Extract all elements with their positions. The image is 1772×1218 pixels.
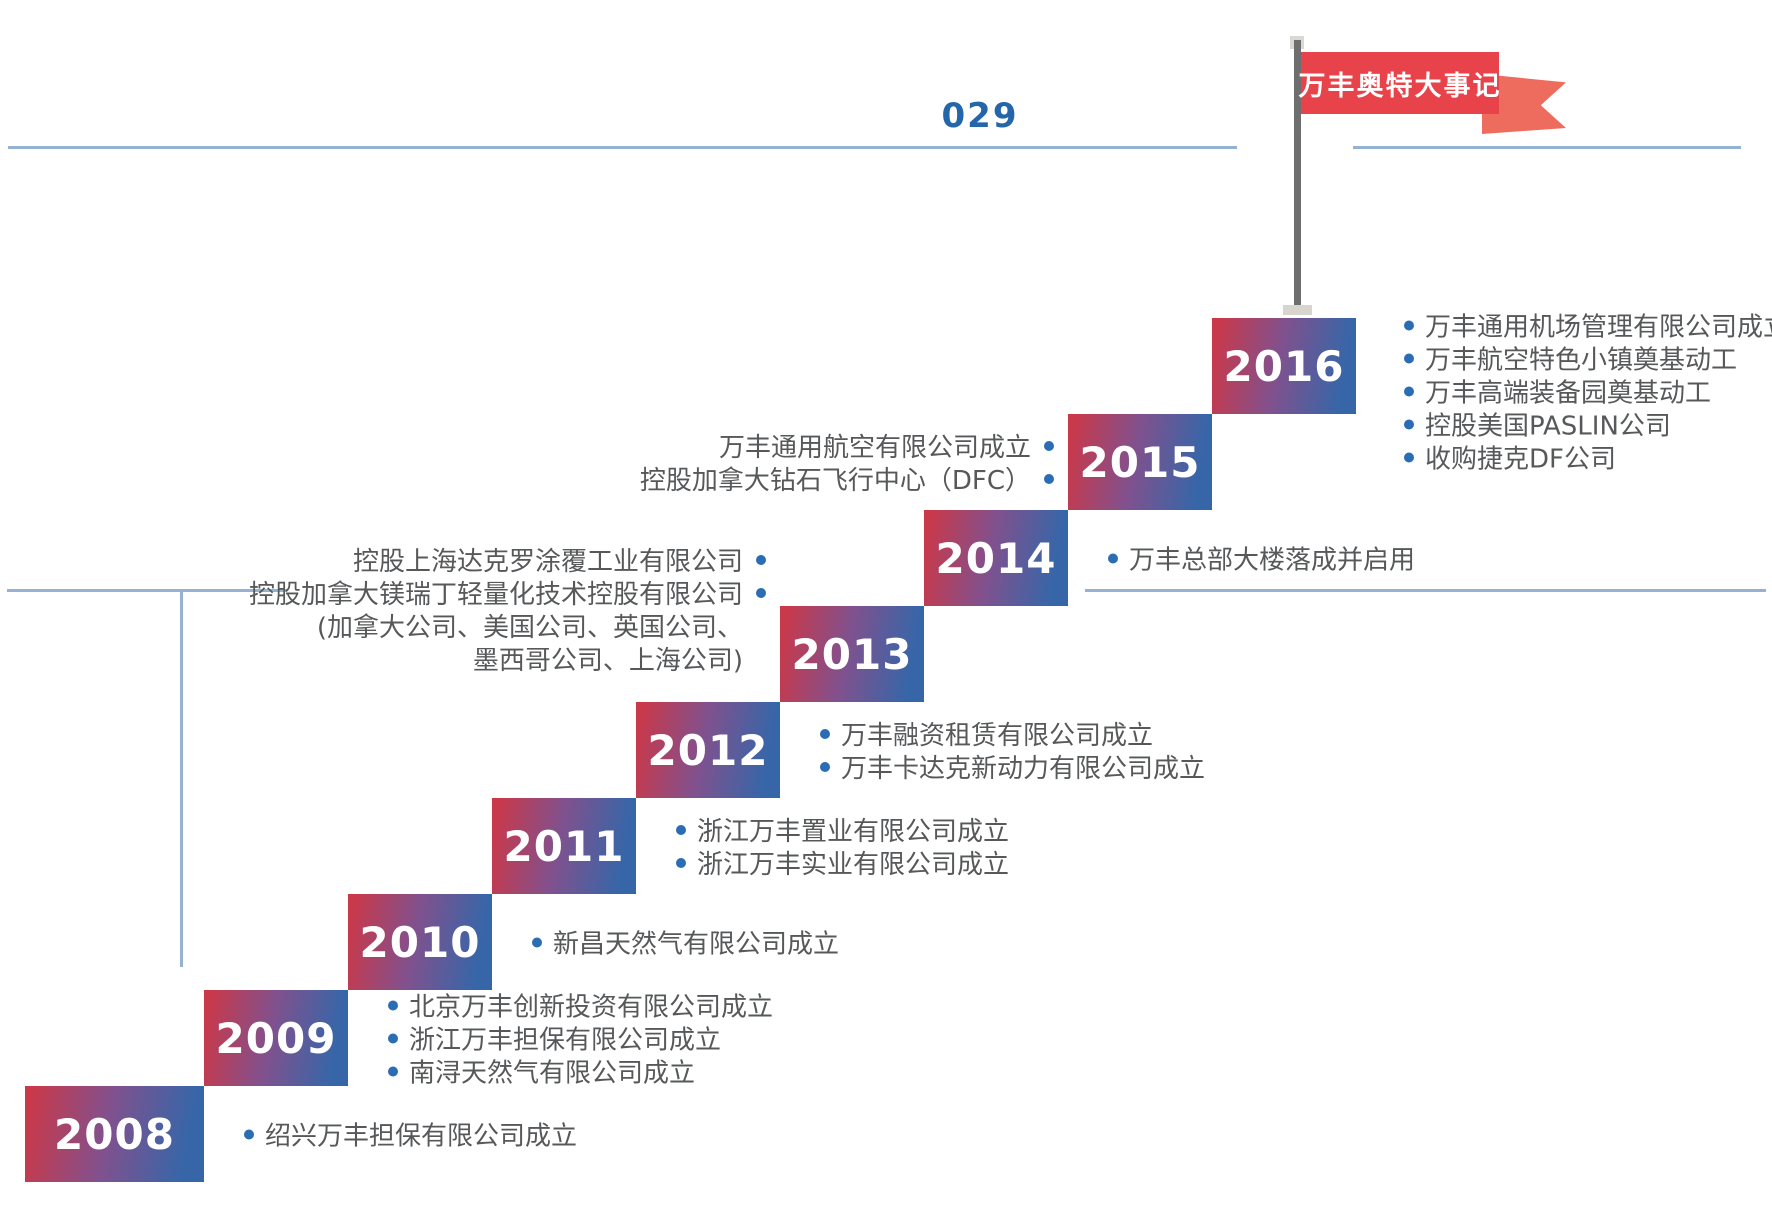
event-text: 墨西哥公司、上海公司) — [472, 646, 743, 676]
bullet-dot-icon — [756, 554, 766, 565]
event-text: 南浔天然气有限公司成立 — [409, 1058, 696, 1089]
bullet-dot-icon — [1404, 353, 1414, 363]
event-list-2008: 绍兴万丰担保有限公司成立 — [244, 1118, 578, 1152]
event-text: 万丰卡达克新动力有限公司成立 — [841, 754, 1206, 784]
event-item: 浙江万丰实业有限公司成立 — [676, 846, 1010, 880]
event-item: 万丰高端装备园奠基动工 — [1404, 375, 1772, 409]
event-text: 浙江万丰实业有限公司成立 — [697, 850, 1010, 880]
bullet-dot-icon — [756, 587, 766, 598]
event-text: 浙江万丰置业有限公司成立 — [697, 817, 1010, 847]
event-text: 控股加拿大镁瑞丁轻量化技术控股有限公司 — [248, 580, 743, 610]
event-item: 万丰通用航空有限公司成立 — [718, 429, 1054, 463]
event-text: 万丰融资租赁有限公司成立 — [841, 721, 1154, 751]
event-item: 绍兴万丰担保有限公司成立 — [244, 1118, 578, 1152]
event-item: 万丰总部大楼落成并启用 — [1108, 542, 1416, 576]
event-item: 控股加拿大镁瑞丁轻量化技术控股有限公司 — [248, 576, 766, 610]
event-text: 收购捷克DF公司 — [1425, 444, 1616, 475]
event-list-2014: 万丰总部大楼落成并启用 — [1108, 542, 1416, 576]
year-label: 2010 — [359, 917, 481, 967]
year-label: 2015 — [1079, 437, 1201, 487]
bullet-dot-icon — [244, 1129, 254, 1139]
event-item: 浙江万丰置业有限公司成立 — [676, 813, 1010, 847]
year-label: 2009 — [215, 1013, 337, 1063]
year-label: 2014 — [935, 533, 1057, 583]
event-item: 收购捷克DF公司 — [1404, 441, 1772, 475]
year-block-2009: 2009 — [204, 990, 348, 1086]
event-note: 墨西哥公司、上海公司) — [472, 642, 766, 676]
event-list-2015: 万丰通用航空有限公司成立控股加拿大钻石飞行中心（DFC） — [639, 429, 1054, 496]
year-block-2012: 2012 — [636, 702, 780, 798]
flag-banner: 万丰奥特大事记 — [1299, 52, 1500, 114]
bullet-dot-icon — [820, 728, 830, 739]
event-text: 控股美国PASLIN公司 — [1425, 411, 1671, 442]
event-list-2009: 北京万丰创新投资有限公司成立浙江万丰担保有限公司成立南浔天然气有限公司成立 — [388, 989, 774, 1089]
bullet-dot-icon — [1044, 473, 1054, 484]
event-text: 万丰总部大楼落成并启用 — [1129, 545, 1416, 576]
event-text: 万丰通用机场管理有限公司成立 — [1425, 312, 1772, 343]
mid-rule-right — [1085, 589, 1766, 592]
event-text: 万丰通用航空有限公司成立 — [718, 433, 1031, 463]
event-item: 控股上海达克罗涂覆工业有限公司 — [352, 543, 766, 577]
bullet-dot-icon — [1404, 320, 1414, 330]
year-block-2016: 2016 — [1212, 318, 1356, 414]
event-text: 北京万丰创新投资有限公司成立 — [409, 992, 774, 1023]
bullet-dot-icon — [676, 857, 686, 868]
mid-rule-left — [7, 589, 287, 592]
event-text: 绍兴万丰担保有限公司成立 — [265, 1121, 578, 1152]
bullet-dot-icon — [532, 937, 542, 947]
bullet-dot-icon — [1404, 419, 1414, 429]
bullet-dot-icon — [1404, 386, 1414, 396]
top-rule-right — [1353, 146, 1741, 149]
event-item: 万丰航空特色小镇奠基动工 — [1404, 342, 1772, 376]
year-block-2011: 2011 — [492, 798, 636, 894]
year-label: 2016 — [1223, 341, 1345, 391]
event-text: 新昌天然气有限公司成立 — [553, 929, 840, 960]
bullet-dot-icon — [388, 1066, 398, 1076]
bullet-dot-icon — [388, 1033, 398, 1043]
top-rule-left — [8, 146, 1237, 149]
event-text: 万丰高端装备园奠基动工 — [1425, 378, 1712, 409]
event-text: 浙江万丰担保有限公司成立 — [409, 1025, 722, 1056]
bullet-dot-icon — [1404, 452, 1414, 462]
event-list-2012: 万丰融资租赁有限公司成立万丰卡达克新动力有限公司成立 — [820, 717, 1206, 784]
year-block-2008: 2008 — [25, 1086, 204, 1182]
event-list-2013: 控股上海达克罗涂覆工业有限公司控股加拿大镁瑞丁轻量化技术控股有限公司(加拿大公司… — [248, 543, 766, 676]
year-label: 2012 — [647, 725, 769, 775]
year-label: 2013 — [791, 629, 913, 679]
page-number: 029 — [941, 96, 1019, 136]
year-block-2010: 2010 — [348, 894, 492, 990]
event-item: 万丰通用机场管理有限公司成立 — [1404, 309, 1772, 343]
event-list-2010: 新昌天然气有限公司成立 — [532, 926, 840, 960]
bullet-dot-icon — [676, 824, 686, 835]
event-item: 万丰卡达克新动力有限公司成立 — [820, 750, 1206, 784]
event-item: 南浔天然气有限公司成立 — [388, 1055, 773, 1089]
event-item: 万丰融资租赁有限公司成立 — [820, 717, 1205, 751]
flag-pole-base-icon — [1283, 305, 1312, 315]
event-item: 新昌天然气有限公司成立 — [532, 926, 840, 960]
year-block-2015: 2015 — [1068, 414, 1212, 510]
event-text: (加拿大公司、美国公司、英国公司、 — [316, 613, 743, 643]
event-item: 控股美国PASLIN公司 — [1404, 408, 1772, 442]
event-text: 控股上海达克罗涂覆工业有限公司 — [352, 547, 743, 577]
event-text: 万丰航空特色小镇奠基动工 — [1425, 345, 1738, 376]
event-list-2011: 浙江万丰置业有限公司成立浙江万丰实业有限公司成立 — [676, 813, 1010, 880]
bullet-dot-icon — [1044, 440, 1054, 451]
year-block-2013: 2013 — [780, 606, 924, 702]
mid-rule-drop — [180, 589, 183, 967]
bullet-dot-icon — [820, 761, 830, 772]
year-label: 2008 — [54, 1109, 175, 1159]
event-list-2016: 万丰通用机场管理有限公司成立万丰航空特色小镇奠基动工万丰高端装备园奠基动工控股美… — [1404, 309, 1772, 475]
flag-pole-icon — [1294, 40, 1301, 308]
year-label: 2011 — [503, 821, 625, 871]
bullet-dot-icon — [1108, 553, 1118, 563]
event-item: 北京万丰创新投资有限公司成立 — [388, 989, 774, 1023]
event-note: (加拿大公司、美国公司、英国公司、 — [316, 609, 766, 643]
year-block-2014: 2014 — [924, 510, 1068, 606]
event-text: 控股加拿大钻石飞行中心（DFC） — [639, 466, 1031, 496]
event-item: 控股加拿大钻石飞行中心（DFC） — [639, 462, 1054, 496]
bullet-dot-icon — [388, 1000, 398, 1010]
event-item: 浙江万丰担保有限公司成立 — [388, 1022, 773, 1056]
